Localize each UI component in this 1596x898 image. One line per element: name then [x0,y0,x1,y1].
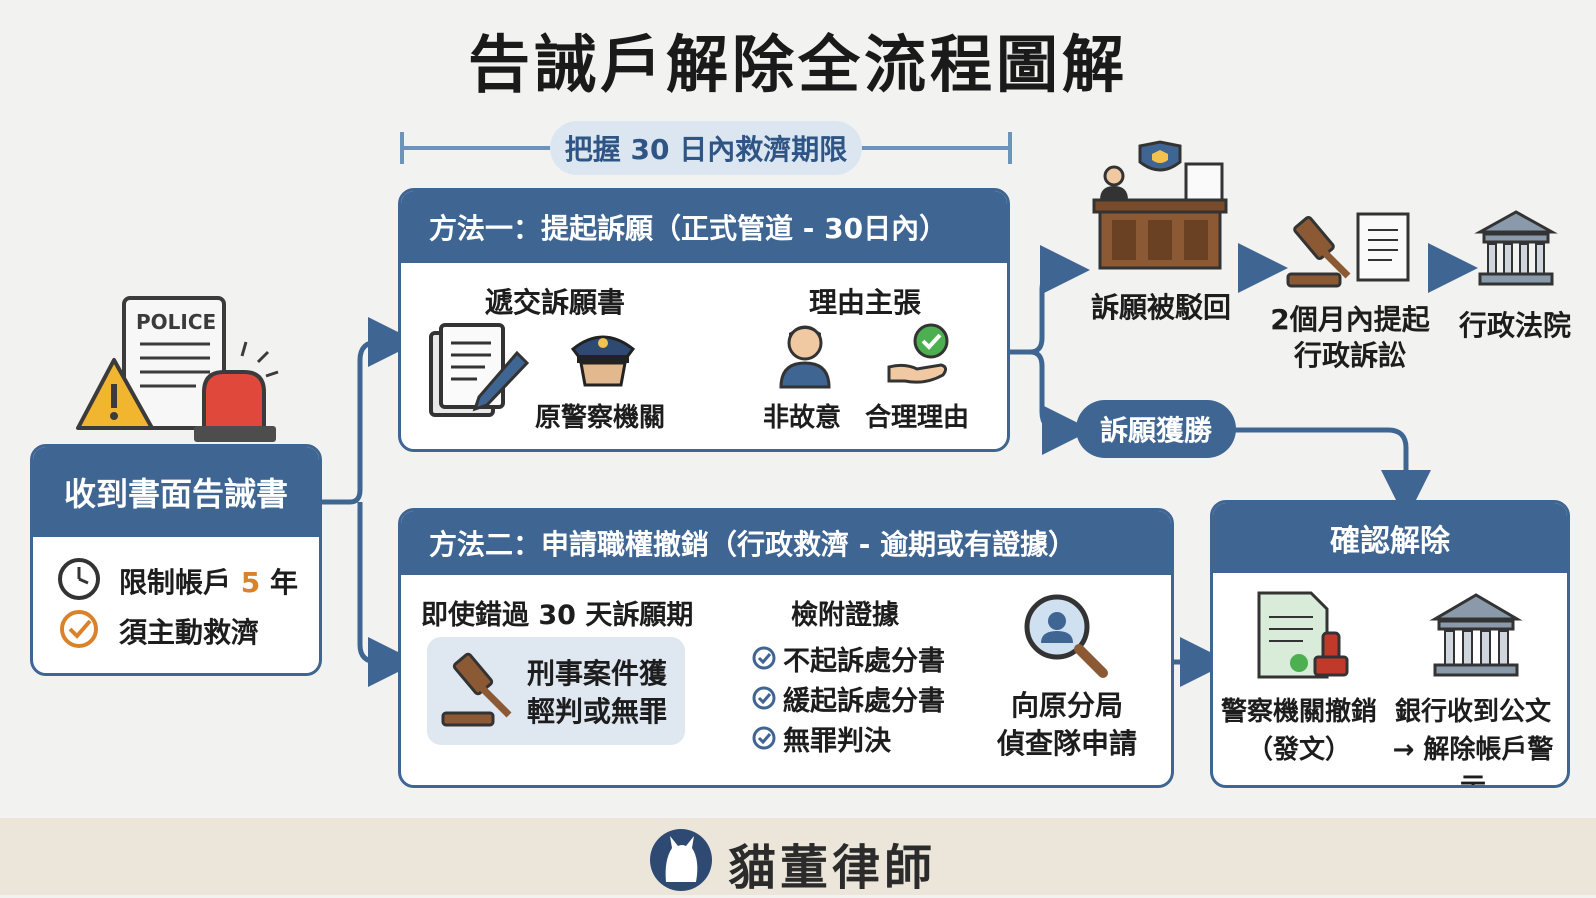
confirm-release-box: 確認解除 警察機關撤銷 （發文） 銀行收到公文 → 解除帳戶警示 [1210,500,1570,788]
method-two-heading: 方法二：申請職權撤銷（行政救濟 - 逾期或有證據） [429,528,1077,561]
court-bench-icon [1092,140,1228,270]
check-circle-icon [60,610,98,648]
magnifier-person-icon [1024,594,1108,678]
deadline-label: 把握 30 日內救濟期限 [564,133,848,166]
petition-document-icon [429,323,530,417]
criminal-case-card: 刑事案件獲 輕判或無罪 [427,637,685,745]
appeal-won-pill: 訴願獲勝 [1076,400,1236,458]
bank-release-label: 銀行收到公文 → 解除帳戶警示 [1392,697,1554,788]
reason-unintentional: 非故意 [763,403,842,433]
check-circle-icon [752,646,776,670]
appeal-rejected-label: 訴願被駁回 [1090,291,1231,324]
evidence-title: 檢附證據 [791,600,899,631]
original-police-caption: 原警察機關 [535,403,666,433]
reason-title: 理由主張 [809,286,922,319]
criminal-case-text: 刑事案件獲 輕判或無罪 [526,657,667,728]
remedy-text: 須主動救濟 [119,616,260,649]
reason-reasonable: 合理理由 [865,403,970,433]
police-label: POLICE [136,310,217,334]
check-circle-icon [752,686,776,710]
method-two-box: 方法二：申請職權撤銷（行政救濟 - 逾期或有證據） 即使錯過 30 天訴願期 刑… [398,508,1174,788]
method-one-box: 方法一：提起訴願（正式管道 - 30日內） 遞交訴願書 原警察機關 理由主張 非… [398,188,1010,452]
evidence-label: 緩起訴處分書 [783,686,945,717]
evidence-label: 無罪判決 [783,726,891,757]
appeal-won-label: 訴願獲勝 [1099,414,1212,447]
gavel-document-icon [1286,212,1410,288]
method-two-header: 方法二：申請職權撤銷（行政救濟 - 逾期或有證據） [401,511,1171,575]
confirm-release-header: 確認解除 [1213,503,1567,573]
receive-notice-box: 收到書面告誡書 限制帳戶 5 年 須主動救濟 [30,444,322,676]
restriction-text: 限制帳戶 [119,566,232,599]
restriction-line: 限制帳戶 5 年 [119,561,298,601]
approved-hand-icon [887,323,949,384]
footer-bar: 貓董律師 [0,818,1596,896]
missed-deadline-subtitle: 即使錯過 30 天訴願期 [421,600,694,631]
revocation-document-icon [1257,591,1349,679]
receive-notice-heading: 收到書面告誡書 [63,475,288,513]
confirm-release-heading: 確認解除 [1330,524,1450,559]
administrative-litigation-label: 2個月內提起 行政訴訟 [1270,303,1430,372]
administrative-court-label: 行政法院 [1458,309,1571,342]
courthouse-icon [1474,210,1558,286]
restriction-unit: 年 [270,566,299,599]
page-title: 告誡戶解除全流程圖解 [467,28,1128,101]
deadline-pill: 把握 30 日內救濟期限 [550,121,862,175]
restriction-years: 5 [240,566,261,599]
gavel-icon [441,652,512,727]
method-one-header: 方法一：提起訴願（正式管道 - 30日內） [401,191,1007,263]
check-circle-icon [752,726,776,750]
person-icon [779,325,831,389]
clock-icon [58,558,100,600]
receive-notice-header: 收到書面告誡書 [33,447,319,537]
submit-petition-title: 遞交訴願書 [485,286,626,319]
method-one-heading: 方法一：提起訴願（正式管道 - 30日內） [429,212,948,245]
brand-name: 貓董律師 [728,840,937,896]
bank-icon [1429,593,1523,677]
police-notice-illustration [76,296,279,442]
cat-logo-icon [650,829,712,891]
apply-police-label: 向原分局 偵查隊申請 [996,689,1137,760]
police-officer-icon [570,335,636,387]
evidence-label: 不起訴處分書 [783,646,945,677]
police-revoke-label: 警察機關撤銷 （發文） [1220,697,1377,765]
